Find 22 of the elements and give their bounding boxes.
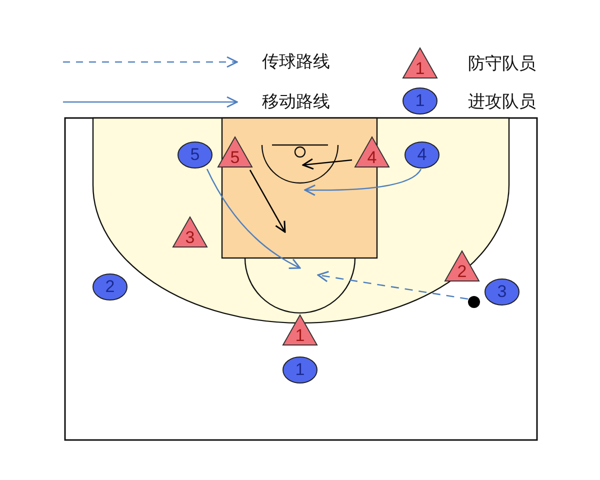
arrow (302, 158, 352, 170)
defender-triangle: 4 (354, 136, 390, 168)
arrow (249, 170, 286, 233)
attacker-circle: 3 (484, 278, 520, 306)
legend-text: 防守队员 (468, 53, 536, 75)
attacker-circle: 1 (282, 356, 318, 384)
dashed-arrow (317, 270, 468, 300)
legend-text: 传球路线 (262, 51, 330, 73)
legend-circle: 1 (402, 87, 438, 115)
defender-triangle: 2 (444, 250, 480, 282)
attacker-circle: 2 (92, 273, 128, 301)
legend-text: 进攻队员 (468, 91, 536, 113)
arrow (206, 168, 301, 269)
ball (468, 296, 480, 308)
defender-triangle: 5 (217, 136, 253, 168)
defender-triangle: 1 (282, 314, 318, 346)
arrow (304, 168, 422, 196)
defender-triangle: 3 (172, 216, 208, 248)
legend-triangle: 1 (402, 47, 438, 79)
attacker-circle: 5 (177, 141, 213, 169)
legend-text: 移动路线 (262, 91, 330, 113)
attacker-circle: 4 (404, 141, 440, 169)
